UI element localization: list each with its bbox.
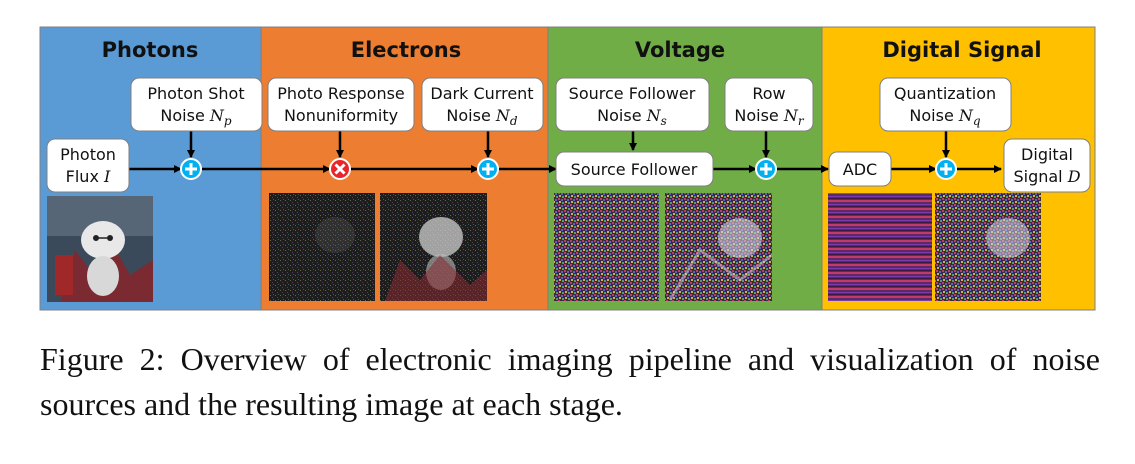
svg-text:Noise Nr: Noise Nr [734,106,804,128]
svg-text:Flux I: Flux I [66,167,111,186]
signal-flow-lines [123,129,1002,173]
adc-box: ADC [828,151,892,187]
svg-text:Signal D: Signal D [1013,167,1080,186]
digital-signal-box: Digital Signal D [1003,138,1091,193]
svg-text:ADC: ADC [843,160,877,179]
svg-text:Quantization: Quantization [894,84,996,103]
figure-caption: Figure 2: Overview of electronic imaging… [40,341,1100,422]
svg-text:Photo Response: Photo Response [277,84,405,103]
photo-response-nonuniformity-box: Photo Response Nonuniformity [267,77,415,132]
zone-title-digital: Digital Signal [882,38,1041,62]
image-row-noise [665,193,773,301]
add-node-photon-shot [180,158,202,180]
svg-text:Photon Shot: Photon Shot [147,84,244,103]
svg-text:Row: Row [752,84,785,103]
svg-text:Dark Current: Dark Current [430,84,533,103]
svg-text:Photon: Photon [60,145,116,164]
photon-shot-noise-box: Photon Shot Noise Np [130,77,263,132]
pipeline-diagram: Photons Electrons Voltage Digital Signal… [39,26,1096,311]
image-photon-flux [47,196,153,302]
image-dark-current [380,193,487,301]
dark-current-noise-box: Dark Current Noise Nd [421,77,544,132]
image-source-follower-noise [554,193,659,301]
image-digital-signal [935,193,1041,301]
zone-title-photons: Photons [102,38,199,62]
svg-text:Noise Nd: Noise Nd [446,106,517,128]
zone-title-voltage: Voltage [635,38,725,62]
add-node-quantization [935,158,957,180]
svg-text:Source Follower: Source Follower [571,160,698,179]
multiply-node-prnu [329,158,351,180]
zone-title-electrons: Electrons [351,38,462,62]
row-noise-box: Row Noise Nr [724,77,814,132]
add-node-dark-current [477,158,499,180]
source-follower-box: Source Follower [555,151,714,187]
svg-text:Noise Nq: Noise Nq [909,106,980,128]
photon-flux-box: Photon Flux I [46,138,130,193]
svg-text:Nonuniformity: Nonuniformity [284,106,398,125]
image-prnu [269,193,375,301]
source-follower-noise-box: Source Follower Noise Ns [555,77,710,132]
svg-text:Digital: Digital [1021,145,1073,164]
add-node-row-noise [755,158,777,180]
svg-text:Noise Ns: Noise Ns [597,106,667,128]
svg-text:Noise Np: Noise Np [160,106,231,128]
image-adc-stripes [828,193,932,301]
svg-text:Source Follower: Source Follower [569,84,696,103]
quantization-noise-box: Quantization Noise Nq [879,77,1012,132]
